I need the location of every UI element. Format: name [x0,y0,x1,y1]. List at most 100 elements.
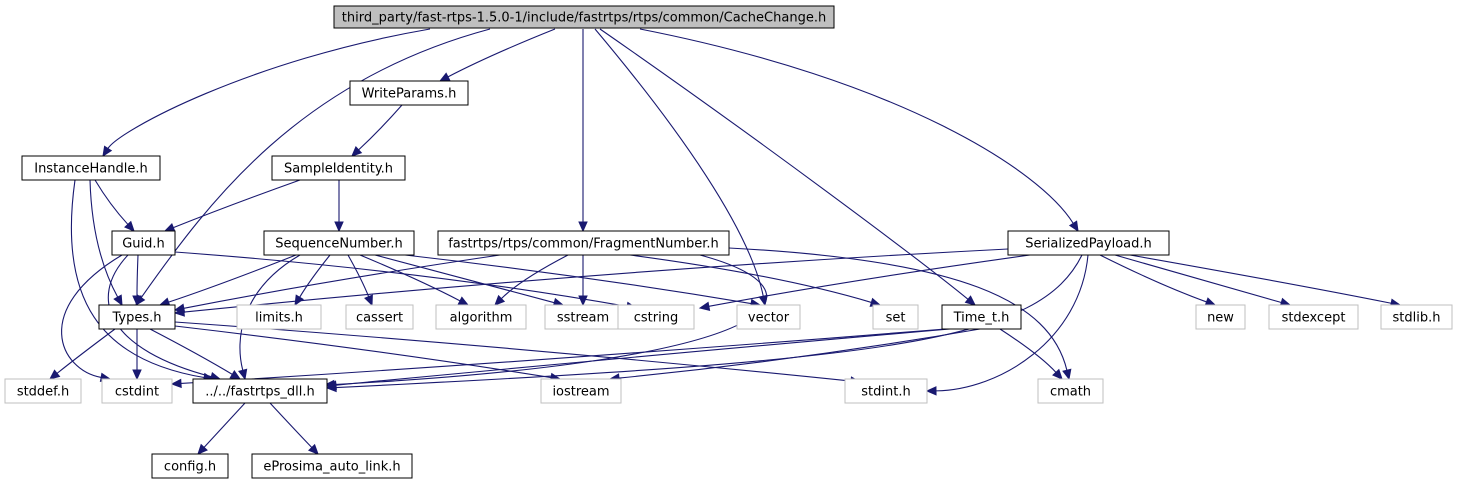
node-label: InstanceHandle.h [34,162,148,177]
edge-line [359,254,461,302]
node-box [1037,378,1104,404]
edge-guid-to-types [132,254,142,307]
edge-arrowhead [197,443,208,455]
node-cachechange[interactable]: third_party/fast-rtps-1.5.0-1/include/fa… [333,5,835,29]
edge-arrowhead [1068,220,1079,233]
node-cstdint: cstdint [101,378,173,404]
node-stdint: stdint.h [844,378,928,404]
node-time_t[interactable]: Time_t.h [941,304,1022,330]
edge-line [629,254,872,303]
edge-serializedpayload-to-new [1099,254,1217,307]
edge-sequencenumber-to-types [158,254,297,307]
edge-line [1114,254,1282,304]
node-config[interactable]: config.h [151,453,229,479]
node-box [333,5,835,29]
node-box [1195,304,1246,330]
node-label: fastrtps/rtps/common/FragmentNumber.h [448,237,719,252]
node-label: new [1207,311,1234,326]
node-label: SampleIdentity.h [284,162,393,177]
node-label: cassert [356,311,403,326]
node-cassert: cassert [345,304,414,330]
edge-guid-to-cstring [174,251,638,312]
edge-cachechange-to-serializedpayload [639,28,1079,233]
edge-arrowhead [351,146,363,157]
edge-line [347,254,370,297]
node-label: limits.h [255,311,303,326]
edge-types-to-stddef [49,328,116,380]
node-fragmentnumber[interactable]: fastrtps/rtps/common/FragmentNumber.h [437,230,730,256]
edge-serializedpayload-to-stdlib [1129,254,1402,308]
node-label: stdlib.h [1393,311,1441,326]
node-label: stdint.h [861,385,910,400]
node-fastrtps_dll[interactable]: ../../fastrtps_dll.h [192,378,328,404]
node-types[interactable]: Types.h [98,304,176,330]
node-set: set [872,304,919,330]
node-box [236,304,322,330]
node-writeparams[interactable]: WriteParams.h [349,80,469,106]
node-label: iostream [552,385,609,400]
edge-fastrtps_dll-to-eprosima_auto_link [269,402,319,455]
node-box [263,230,415,256]
edge-serializedpayload-to-stdexcept [1114,254,1292,307]
edge-line [149,328,233,375]
edge-arrowhead [494,294,506,306]
edge-arrowhead [578,221,588,233]
edge-cachechange-to-fragmentnumber [578,29,588,233]
node-cmath: cmath [1037,378,1104,404]
edge-fastrtps_dll-to-config [197,402,246,455]
edge-arrowhead [578,295,588,307]
node-label: ../../fastrtps_dll.h [205,385,315,400]
node-label: Types.h [111,311,161,326]
dependency-edges [49,28,1402,455]
node-sampleidentity[interactable]: SampleIdentity.h [271,155,406,181]
node-box [111,230,176,256]
edge-types-to-cstdint [132,328,142,381]
node-label: set [886,311,906,326]
node-box [21,155,161,181]
edge-line [180,328,946,384]
edge-line [358,104,403,151]
node-box [941,304,1022,330]
node-label: algorithm [450,311,513,326]
edge-line [1129,254,1392,304]
edge-line [89,179,119,298]
node-eprosima_auto_link[interactable]: eProsima_auto_link.h [251,453,413,479]
edge-arrowhead [132,295,142,307]
edge-arrowhead [49,369,61,380]
edge-line [269,402,313,448]
node-label: cstring [634,311,678,326]
edge-line [1099,254,1207,303]
edge-fragmentnumber-to-types [173,254,501,313]
edge-serializedpayload-to-stdint [925,254,1089,396]
edge-cachechange-to-instancehandle [102,28,431,158]
node-sequencenumber[interactable]: SequenceNumber.h [263,230,415,256]
node-serializedpayload[interactable]: SerializedPayload.h [1007,230,1170,256]
edge-serializedpayload-to-cstring [698,254,1031,311]
node-guid[interactable]: Guid.h [111,230,176,256]
edge-line [708,254,1031,307]
edge-arrowhead [170,378,182,389]
node-label: stdexcept [1282,311,1346,326]
edge-line [173,179,301,229]
edge-arrowhead [229,370,242,380]
edge-line [174,325,552,379]
edge-cachechange-to-writeparams [438,28,556,82]
edge-time_t-to-cstdint [170,328,946,389]
node-sstream: sstream [544,304,622,330]
edge-arrowhead [1062,368,1072,381]
node-box [345,304,414,330]
edge-line [299,254,331,298]
node-algorithm: algorithm [435,304,527,330]
node-instancehandle[interactable]: InstanceHandle.h [21,155,161,181]
edge-line [203,402,246,448]
edge-arrowhead [113,294,123,307]
node-label: eProsima_auto_link.h [263,460,400,475]
edge-line [70,179,205,379]
node-box [540,378,622,404]
node-box [437,230,730,256]
node-stdexcept: stdexcept [1268,304,1359,330]
edge-instancehandle-to-guid [94,179,135,232]
node-box [101,378,173,404]
edge-arrowhead [1052,368,1063,380]
